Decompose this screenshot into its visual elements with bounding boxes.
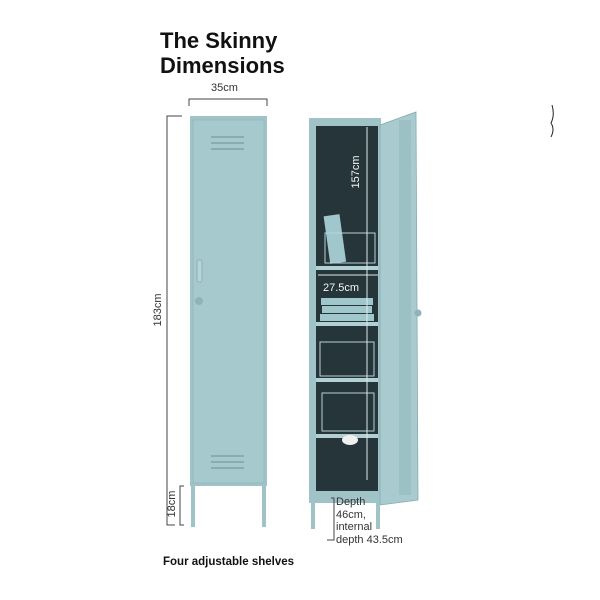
depth-line-4: depth 43.5cm — [336, 533, 403, 546]
width-dimension-line — [188, 98, 268, 106]
wire-baskets — [319, 232, 376, 432]
leg-dimension-bracket — [179, 485, 184, 526]
depth-line-2: 46cm, — [336, 508, 366, 521]
depth-line-3: internal — [336, 521, 373, 533]
closed-locker — [190, 116, 267, 527]
title-line-1: The Skinny — [160, 28, 278, 53]
door-handle — [196, 259, 203, 283]
top-vent — [211, 136, 244, 150]
title-line-2: Dimensions — [160, 53, 285, 78]
footer-caption: Four adjustable shelves — [163, 556, 295, 568]
depth-label: Depth 46cm, internal depth 43.5cm — [336, 496, 403, 546]
depth-line-1: Depth — [336, 496, 366, 508]
internal-height-label: 157cm — [350, 155, 362, 189]
width-label: 35cm — [211, 82, 238, 94]
open-locker — [309, 111, 422, 541]
books — [320, 214, 374, 321]
internal-width-label: 27.5cm — [323, 282, 360, 294]
title: The Skinny Dimensions — [160, 28, 285, 78]
height-dimension-line — [166, 115, 184, 526]
bottom-vent — [211, 455, 244, 469]
depth-bracket — [327, 497, 335, 541]
lock-icon — [195, 297, 203, 305]
leg-height-label: 18cm — [166, 490, 178, 518]
height-label: 183cm — [152, 293, 164, 327]
